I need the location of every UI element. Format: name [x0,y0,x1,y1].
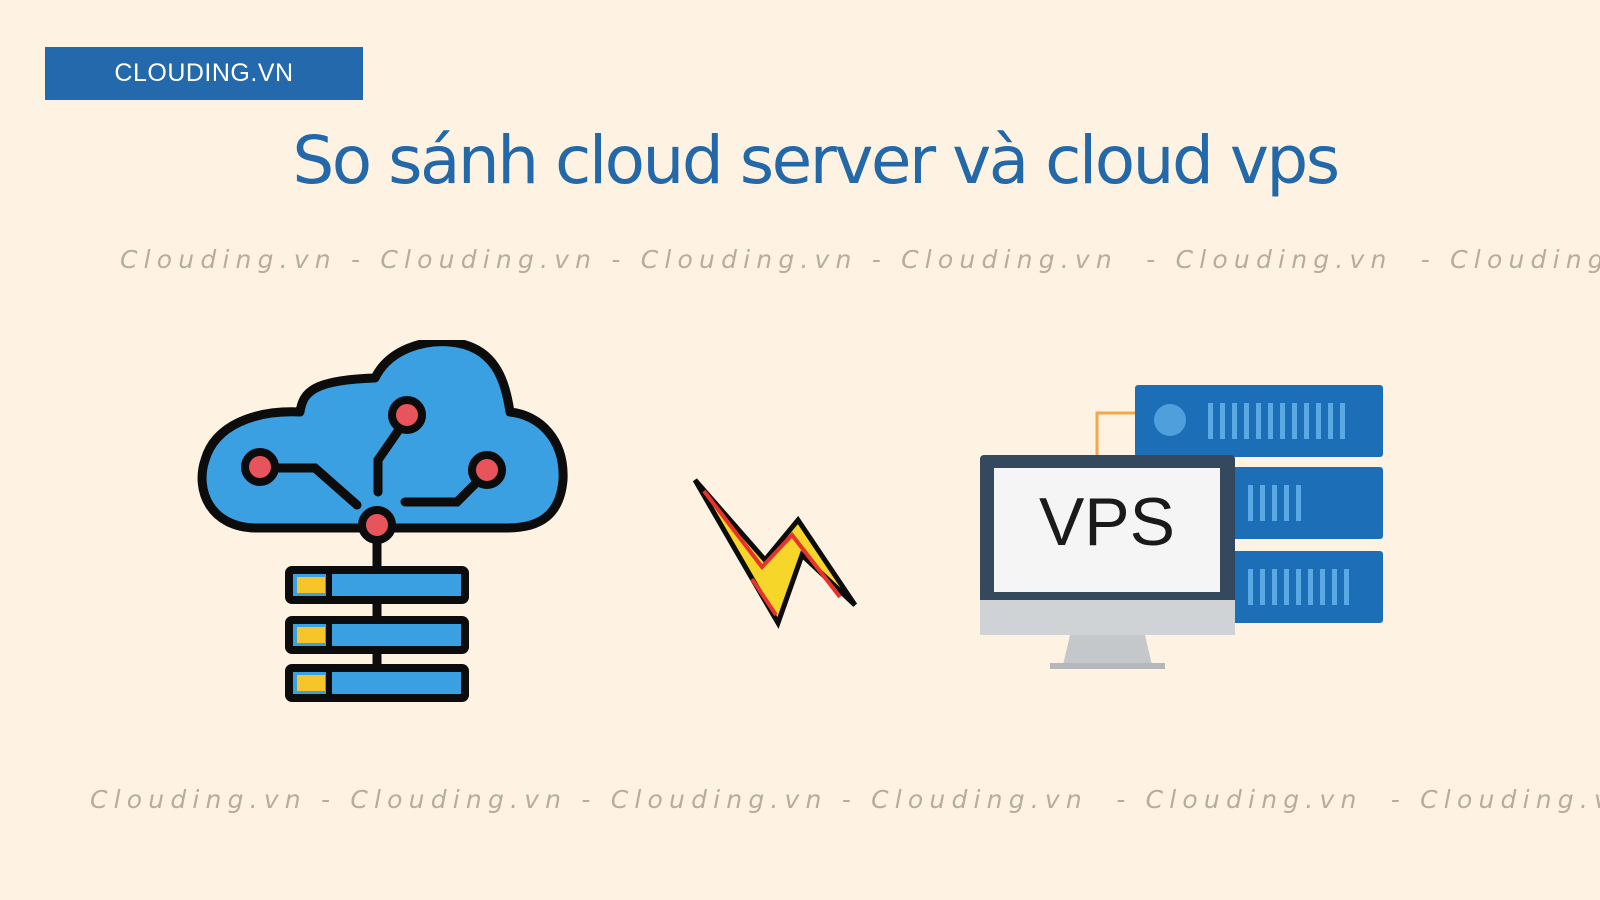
brand-label: CLOUDING.VN [114,59,294,87]
page-title: So sánh cloud server và cloud vps [292,122,1340,199]
cloud-server-icon [197,340,568,702]
vps-icon: VPS [980,385,1383,669]
brand-badge: CLOUDING.VN [45,47,363,100]
watermark-text-bottom: Clouding.vn - Clouding.vn - Clouding.vn … [90,785,1600,814]
watermark-text-top: Clouding.vn - Clouding.vn - Clouding.vn … [120,245,1600,274]
vps-screen-label: VPS [1039,484,1175,560]
lightning-icon [692,478,858,629]
